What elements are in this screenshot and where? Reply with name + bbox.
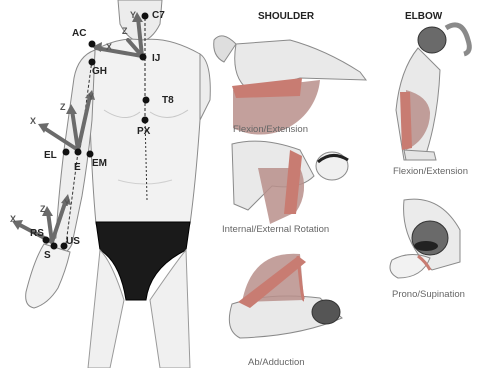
- panel-prono-supination: [390, 199, 460, 278]
- label-ac: AC: [72, 28, 86, 39]
- marker-ij: [140, 54, 147, 61]
- axis-letter-x: X: [10, 214, 16, 224]
- axis-letter-z: Z: [40, 204, 46, 214]
- label-us: US: [66, 236, 80, 247]
- caption-internal-external-rotation: Internal/External Rotation: [222, 224, 329, 235]
- label-s: S: [44, 250, 51, 261]
- axis-letter-x: X: [30, 116, 36, 126]
- marker-t8: [143, 97, 150, 104]
- caption-elbow-flexion-extension: Flexion/Extension: [393, 166, 468, 177]
- panel-shoulder-abduction: [229, 254, 342, 338]
- label-em: EM: [92, 158, 107, 169]
- panel-shoulder-flexion: [214, 36, 366, 135]
- label-el: EL: [44, 150, 57, 161]
- marker-c7: [142, 13, 149, 20]
- label-e: E: [74, 162, 81, 173]
- label-ij: IJ: [152, 53, 160, 64]
- marker-ac: [89, 41, 96, 48]
- marker-e: [75, 149, 82, 156]
- axis-letter-z: Z: [60, 102, 66, 112]
- label-rs: RS: [30, 228, 44, 239]
- marker-em: [87, 151, 94, 158]
- body-figure: [26, 0, 211, 368]
- caption-prono-supination: Prono/Supination: [392, 289, 465, 300]
- label-px: PX: [137, 126, 151, 137]
- marker-s: [51, 243, 58, 250]
- axis-letter-y: Y: [130, 10, 136, 20]
- panel-elbow-flexion: [396, 25, 469, 160]
- axis-letter-y: Y: [88, 92, 94, 102]
- axis-letter-z: Z: [122, 26, 128, 36]
- elbow-header: ELBOW: [405, 11, 443, 22]
- marker-px: [142, 117, 149, 124]
- shoulder-header: SHOULDER: [258, 11, 315, 22]
- axis-letter-x: X: [106, 42, 112, 52]
- marker-el: [63, 149, 70, 156]
- caption-flexion-extension: Flexion/Extension: [233, 124, 308, 135]
- label-c7: C7: [152, 10, 165, 21]
- axis-letter-y: Y: [64, 198, 70, 208]
- caption-ab-adduction: Ab/Adduction: [248, 357, 305, 368]
- label-t8: T8: [162, 95, 174, 106]
- label-gh: GH: [92, 66, 107, 77]
- panel-shoulder-rotation: [232, 141, 348, 224]
- marker-gh: [89, 59, 96, 66]
